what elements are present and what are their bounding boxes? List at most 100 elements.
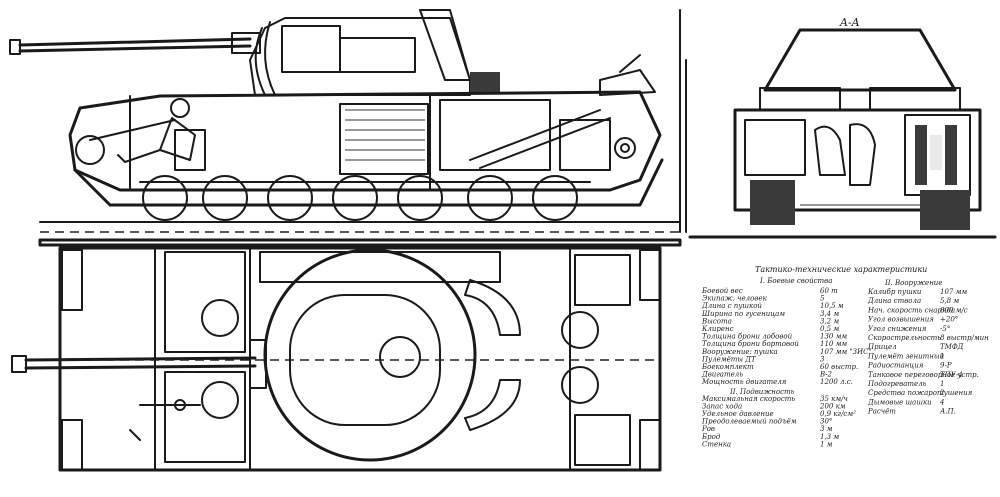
spec-label: Радиостанция (867, 362, 924, 370)
spec-label: Подогреватель (867, 380, 927, 388)
spec-label: Боевой вес (701, 287, 743, 295)
periscope-port (201, 299, 239, 337)
rear-bin (470, 72, 500, 94)
spec-label: Пулемёты ДТ (701, 355, 757, 363)
spec-value: 107 мм "ЗИС" (820, 348, 872, 356)
spec-value: 9-Р (940, 362, 952, 370)
spec-label: Ров (701, 425, 715, 433)
spec-label: Максимальная скорость (701, 395, 795, 403)
spec-heading: Тактико-технические характеристики (755, 265, 927, 274)
spec-value: -5° (940, 325, 950, 333)
road-wheel (267, 175, 313, 221)
spec-value: 35 км/ч (820, 395, 848, 403)
spec-label: Боекомплект (701, 363, 754, 371)
spec-value: 10,5 м (820, 302, 844, 310)
gun-mantlet (249, 339, 267, 389)
spec-value: 1200 л.с. (820, 378, 853, 386)
spec-label: Нач. скорость снаряда (867, 306, 955, 314)
gearbox (559, 119, 611, 171)
road-wheel (332, 175, 378, 221)
spec-label: Мощность двигателя (701, 378, 787, 386)
spec-value: 2 (939, 389, 945, 397)
spec-value: +20° (940, 316, 958, 324)
spec-value: 60 выстр. (820, 363, 858, 371)
idler-wheel (75, 135, 105, 165)
spec-label: Длина с пушкой (701, 302, 762, 310)
hull-cross-section (733, 108, 982, 212)
hatch-panel (164, 371, 246, 463)
spec-value: 5,8 м (940, 297, 959, 305)
spec-label: Брод (701, 433, 721, 441)
spec-label: Угол возвышения (868, 316, 934, 324)
engine-vent (561, 311, 599, 349)
hatch-arc (464, 279, 521, 336)
spec-value: 0,9 кг/см² (820, 410, 856, 418)
commander-cupola (379, 336, 421, 378)
track-end (61, 419, 83, 471)
spec-label: Экипаж, человек (702, 295, 768, 303)
specifications-table: Тактико-технические характеристики I. Бо… (701, 265, 989, 448)
spec-label: Толщина брони лобовой (702, 333, 793, 341)
road-wheels (142, 175, 578, 221)
spec-value: 4 (939, 398, 944, 406)
spec-value: 30° (820, 418, 832, 426)
spec-value: 1 (940, 380, 944, 388)
spec-value: В-2 (819, 371, 833, 379)
spec-section-heading: II. Вооружение (884, 279, 942, 287)
periscope-port (201, 381, 239, 419)
spec-value: 800 м/с (940, 306, 968, 314)
road-wheel (467, 175, 513, 221)
spec-section-heading: II. Подвижность (729, 388, 795, 396)
spec-label: Клиренс (701, 325, 734, 333)
spec-value: 130 мм (820, 333, 847, 341)
spec-label: Калибр пушки (867, 288, 922, 296)
crew-figure (814, 125, 846, 176)
spec-value: 8 выстр/мин (940, 334, 989, 342)
fighting-compartment (339, 103, 429, 175)
spec-value: 200 км (819, 402, 846, 410)
hull-side (68, 90, 662, 192)
spec-subheading: I. Боевые свойства (759, 277, 832, 285)
spec-value: 60 т (820, 287, 838, 295)
spec-label: Стенка (702, 440, 731, 448)
spec-label: Преодолеваемый подъём (701, 418, 797, 426)
track-end (639, 419, 661, 471)
spec-label: Ширина по гусеницам (701, 310, 785, 318)
road-wheel (532, 175, 578, 221)
track-end (639, 249, 661, 301)
muzzle-brake (11, 355, 27, 373)
side-elevation-view (9, 9, 687, 233)
front-section-view: A-A (688, 16, 997, 239)
crew-figure (89, 98, 206, 171)
road-wheel (202, 175, 248, 221)
track-assembly (39, 135, 681, 233)
spec-label: Танковое переговорное устр. (868, 371, 979, 379)
spec-value: ТПУ-4 (940, 371, 963, 379)
spec-value: 3,2 м (820, 317, 839, 325)
spec-label: Запас хода (702, 402, 742, 410)
section-label: A-A (839, 16, 860, 29)
track-end (61, 249, 83, 311)
spec-value: ТМФД (940, 343, 964, 351)
spec-label: Пулемёт зенитный (867, 352, 945, 360)
spec-label: Дымовые шашки (867, 398, 932, 406)
spec-label: Скорострельность (868, 334, 941, 342)
drive-sprocket (614, 137, 636, 159)
road-wheel (142, 175, 188, 221)
spec-value: 1 м (820, 440, 833, 448)
left-track (750, 180, 795, 225)
spec-label: Двигатель (701, 371, 743, 379)
spec-label: Расчёт (867, 408, 896, 416)
spec-label: Прицел (867, 343, 897, 351)
spec-label: Средства пожаротушения (868, 389, 973, 397)
spec-value: 1 (940, 352, 944, 360)
hatch-panel (164, 251, 246, 353)
spec-value: 3,4 м (820, 310, 839, 318)
spec-value: А.П. (939, 408, 956, 416)
engine-vent (561, 366, 599, 404)
spec-value: 3 (820, 355, 825, 363)
top-plan-view (11, 238, 682, 472)
